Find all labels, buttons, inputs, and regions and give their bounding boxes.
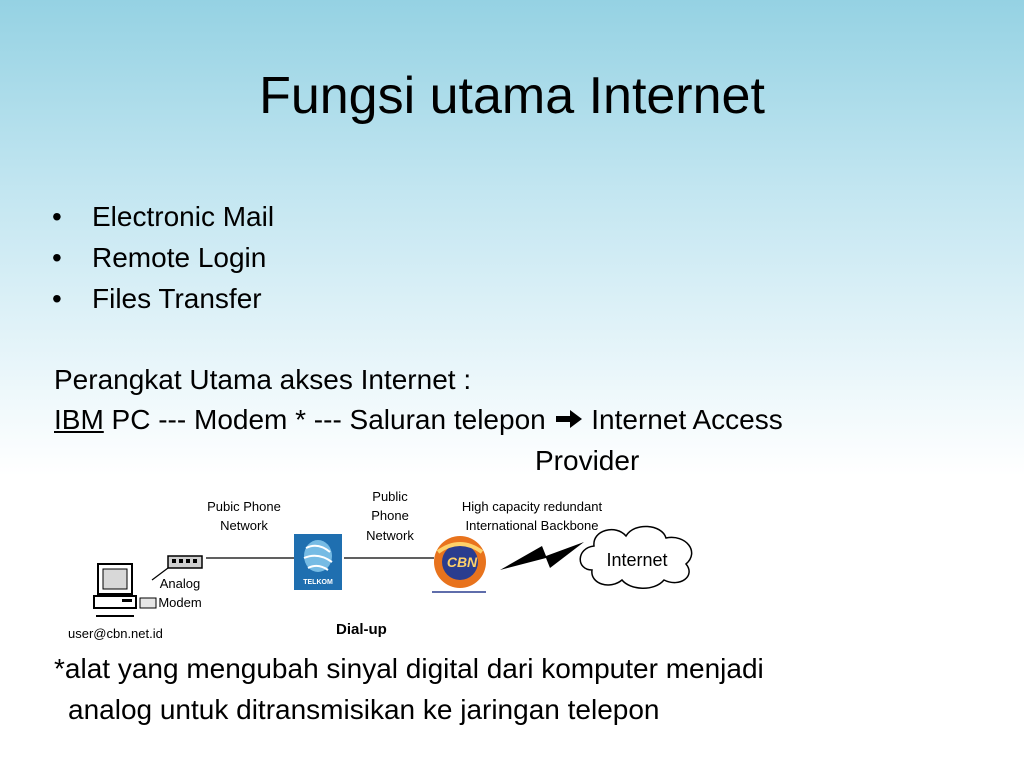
footnote-line-2: analog untuk ditransmisikan ke jaringan … bbox=[68, 694, 660, 725]
telkom-label: TELKOM bbox=[303, 579, 333, 586]
footnote-line-1: *alat yang mengubah sinyal digital dari … bbox=[54, 653, 764, 684]
diagram-svg: TELKOM CBN Internet Pubic Phone Network … bbox=[68, 489, 693, 641]
public-network-label: Network bbox=[366, 528, 414, 543]
modem-footnote: *alat yang mengubah sinyal digital dari … bbox=[54, 648, 764, 730]
public-phone-label: Phone bbox=[371, 508, 409, 523]
chain-end-continued: Provider bbox=[535, 445, 640, 476]
dialup-label: Dial-up bbox=[336, 621, 387, 638]
modem-label: Modem bbox=[158, 595, 201, 610]
list-item: • Files Transfer bbox=[52, 278, 274, 319]
backbone-label-1: High capacity redundant bbox=[462, 499, 603, 514]
user-email-label: user@cbn.net.id bbox=[68, 626, 163, 641]
bullet-dot: • bbox=[52, 242, 62, 273]
modem-icon bbox=[167, 555, 203, 569]
right-arrow-icon bbox=[555, 410, 582, 428]
internet-cloud-icon bbox=[579, 525, 693, 589]
pubic-network-label: Network bbox=[220, 518, 268, 533]
bullet-label: Electronic Mail bbox=[92, 201, 275, 232]
backbone-label-2: International Backbone bbox=[466, 518, 599, 533]
analog-label: Analog bbox=[160, 576, 200, 591]
public-label: Public bbox=[372, 489, 408, 504]
bullet-dot: • bbox=[52, 283, 62, 314]
cbn-logo-icon: CBN bbox=[432, 536, 486, 593]
chain-end: Internet Access bbox=[583, 404, 783, 435]
pubic-phone-label: Pubic Phone bbox=[207, 499, 281, 514]
telkom-logo-icon: TELKOM bbox=[294, 534, 342, 590]
list-item: • Remote Login bbox=[52, 237, 274, 278]
wireless-link-bolt-icon bbox=[500, 542, 584, 570]
bullet-dot: • bbox=[52, 201, 62, 232]
ibm-link-text: IBM bbox=[54, 404, 104, 435]
computer-icon bbox=[93, 563, 157, 617]
bullet-label: Files Transfer bbox=[92, 283, 262, 314]
internet-label: Internet bbox=[606, 550, 667, 570]
dialup-network-diagram: TELKOM CBN Internet Pubic Phone Network … bbox=[54, 486, 704, 646]
slide-title: Fungsi utama Internet bbox=[259, 67, 765, 125]
cbn-label: CBN bbox=[447, 554, 478, 570]
bullet-list: • Electronic Mail • Remote Login • Files Tr… bbox=[52, 196, 274, 319]
device-chain: IBM PC --- Modem * --- Saluran telepon I… bbox=[54, 400, 783, 440]
devices-heading: Perangkat Utama akses Internet : bbox=[54, 364, 472, 395]
list-item: • Electronic Mail bbox=[52, 196, 274, 237]
bullet-label: Remote Login bbox=[92, 242, 267, 273]
chain-middle: PC --- Modem * --- Saluran telepon bbox=[103, 404, 554, 435]
